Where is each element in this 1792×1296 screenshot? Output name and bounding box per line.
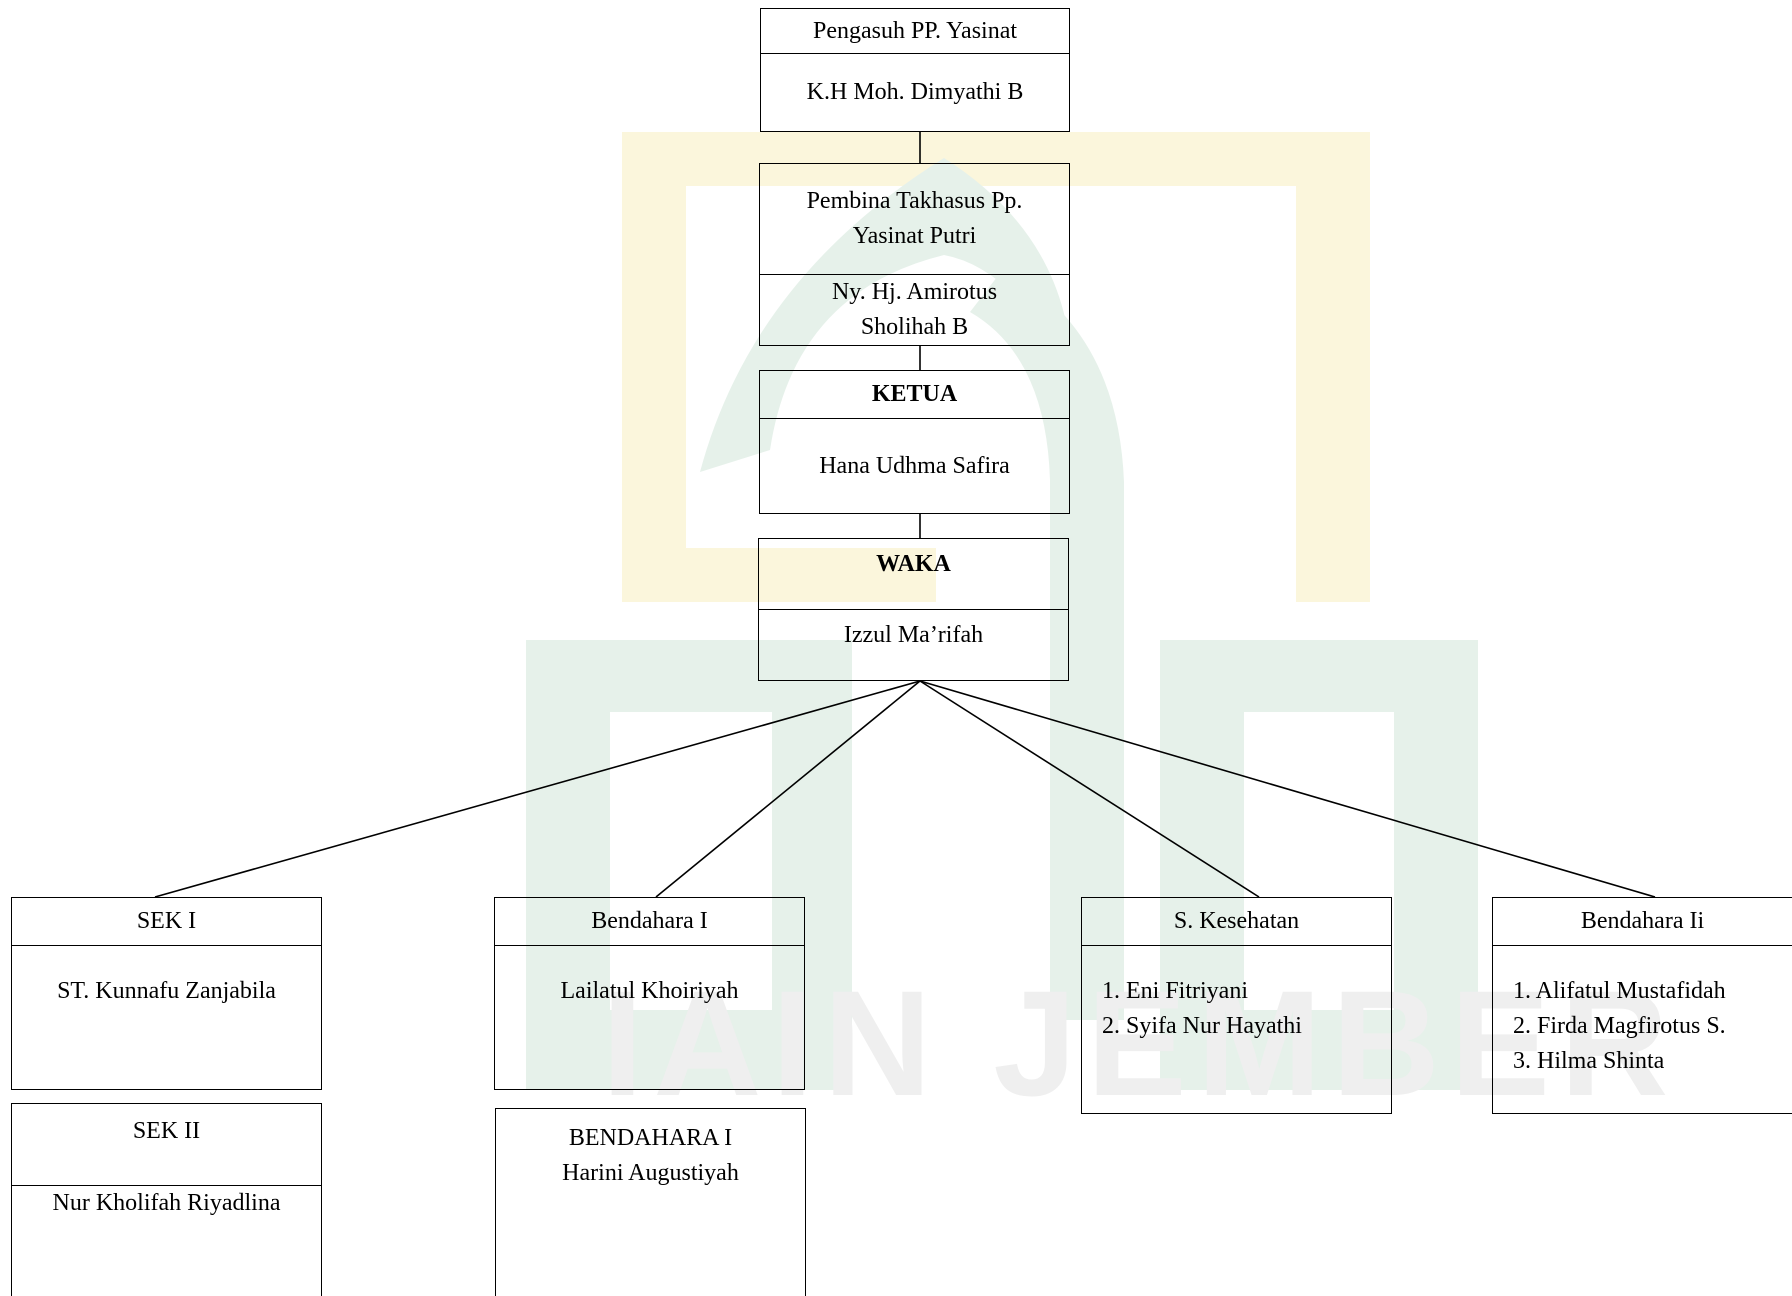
node-bendahara1: Bendahara I Lailatul Khoiriyah — [494, 897, 805, 1090]
node-ketua-name: Hana Udhma Safira — [819, 452, 1010, 479]
watermark-green-pillar — [970, 268, 1124, 1020]
node-sek1: SEK I ST. Kunnafu Zanjabila — [11, 897, 322, 1090]
node-waka-title: WAKA — [759, 539, 1068, 610]
node-bendahara1b-name: Harini Augustiyah — [562, 1160, 739, 1186]
watermark-text: IAIN JEMBER — [602, 959, 1679, 1127]
watermark-gold-frame — [622, 132, 1370, 602]
node-kesehatan-members: 1. Eni Fitriyani 2. Syifa Nur Hayathi — [1082, 946, 1391, 1044]
watermark-green-left — [526, 640, 852, 1090]
node-sek2-title: SEK II — [12, 1104, 321, 1186]
connector-waka-bendahara2 — [919, 680, 1656, 898]
node-bendahara2-members: 1. Alifatul Mustafidah 2. Firda Magfirot… — [1493, 946, 1792, 1079]
node-kesehatan-title: S. Kesehatan — [1082, 898, 1391, 946]
node-waka-name: Izzul Ma’rifah — [843, 622, 984, 648]
node-pembina-name: Ny. Hj. Amirotus Sholihah B — [831, 279, 998, 340]
member-item: 3. Hilma Shinta — [1513, 1048, 1665, 1074]
node-bendahara1b: BENDAHARA I Harini Augustiyah — [495, 1108, 806, 1296]
member-item: 1. Eni Fitriyani — [1102, 978, 1248, 1004]
connector-waka-sek — [154, 680, 921, 898]
node-pengasuh-title: Pengasuh PP. Yasinat — [761, 9, 1069, 54]
member-item: 2. Firda Magfirotus S. — [1513, 1013, 1726, 1039]
connector-waka-bendahara1 — [655, 680, 921, 898]
node-pengasuh-name: K.H Moh. Dimyathi B — [806, 78, 1024, 105]
node-kesehatan: S. Kesehatan 1. Eni Fitriyani 2. Syifa N… — [1081, 897, 1392, 1114]
node-bendahara2: Bendahara Ii 1. Alifatul Mustafidah 2. F… — [1492, 897, 1792, 1114]
node-bendahara1-name: Lailatul Khoiriyah — [560, 978, 739, 1004]
node-ketua: KETUA Hana Udhma Safira — [759, 370, 1070, 514]
node-ketua-title: KETUA — [760, 371, 1069, 419]
node-sek1-name: ST. Kunnafu Zanjabila — [57, 978, 276, 1004]
node-sek2: SEK II Nur Kholifah Riyadlina — [11, 1103, 322, 1296]
node-sek1-title: SEK I — [12, 898, 321, 946]
watermark-green-right — [1160, 640, 1478, 1090]
connector-waka-kesehatan — [919, 680, 1260, 898]
node-bendahara1-title: Bendahara I — [495, 898, 804, 946]
node-pengasuh: Pengasuh PP. Yasinat K.H Moh. Dimyathi B — [760, 8, 1070, 132]
node-pembina: Pembina Takhasus Pp. Yasinat Putri Ny. H… — [759, 163, 1070, 346]
node-pembina-title: Pembina Takhasus Pp. Yasinat Putri — [806, 188, 1023, 249]
node-sek2-name: Nur Kholifah Riyadlina — [52, 1190, 281, 1216]
node-bendahara2-title: Bendahara Ii — [1493, 898, 1792, 946]
member-item: 1. Alifatul Mustafidah — [1513, 978, 1726, 1004]
watermark-green-arch — [700, 158, 1072, 472]
node-bendahara1b-title: BENDAHARA I — [568, 1125, 733, 1151]
member-item: 2. Syifa Nur Hayathi — [1102, 1013, 1302, 1039]
node-waka: WAKA Izzul Ma’rifah — [758, 538, 1069, 681]
